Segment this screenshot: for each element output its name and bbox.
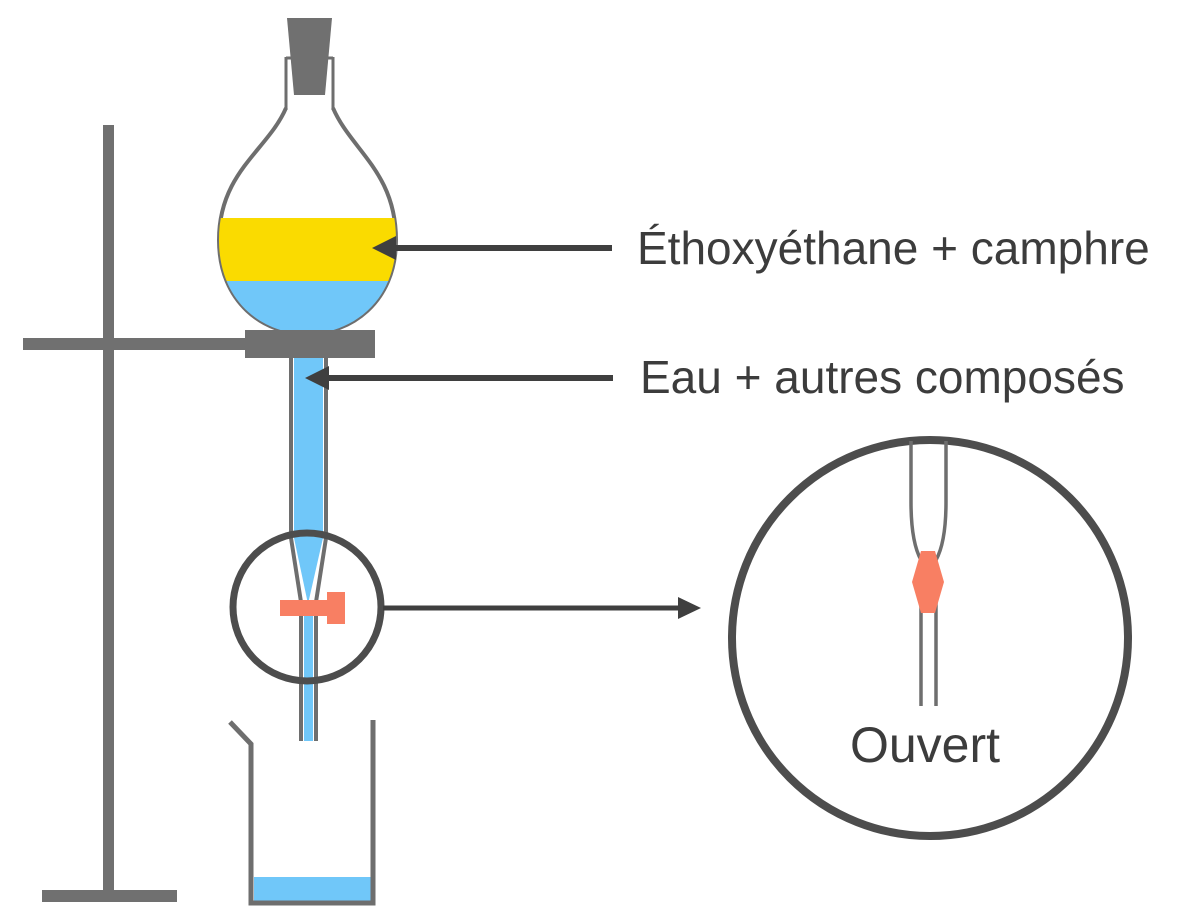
beaker — [228, 720, 376, 906]
beaker-glass — [228, 720, 376, 906]
lab-stand — [23, 125, 245, 902]
funnel-top-liquid-layer — [219, 218, 396, 281]
ether-arrow-head — [372, 236, 396, 260]
stand-base — [42, 890, 177, 902]
stopcock-open-diamond-icon — [912, 551, 944, 613]
magnifier-circle — [728, 436, 1132, 840]
beaker-liquid — [254, 877, 371, 901]
zoom-callout-arrow — [383, 597, 701, 619]
water-callout-arrow — [305, 366, 613, 390]
stopcock-handle — [280, 592, 345, 624]
clamp — [245, 330, 375, 358]
stem-liquid-narrow — [304, 602, 313, 741]
funnel-stem — [289, 336, 328, 741]
stem-liquid — [294, 336, 323, 604]
stopcock-state-label: Ouvert — [850, 717, 1000, 773]
ether-camphor-label: Éthoxyéthane + camphre — [637, 222, 1150, 274]
separating-funnel — [216, 18, 399, 337]
stand-arm — [23, 338, 245, 350]
funnel-stopper — [287, 18, 332, 95]
stem-glass-walls — [289, 336, 328, 741]
stopcock-handle-bar — [280, 600, 337, 616]
stopcock-handle-cap — [327, 592, 345, 624]
zoom-arrow-head — [678, 597, 701, 619]
water-compounds-label: Eau + autres composés — [640, 351, 1125, 403]
ether-callout-arrow — [372, 236, 612, 260]
stopcock-zoom-circle — [229, 529, 385, 685]
water-arrow-head — [305, 366, 329, 390]
magnified-stopcock-view: Ouvert — [728, 436, 1132, 840]
stand-pole — [103, 125, 114, 890]
